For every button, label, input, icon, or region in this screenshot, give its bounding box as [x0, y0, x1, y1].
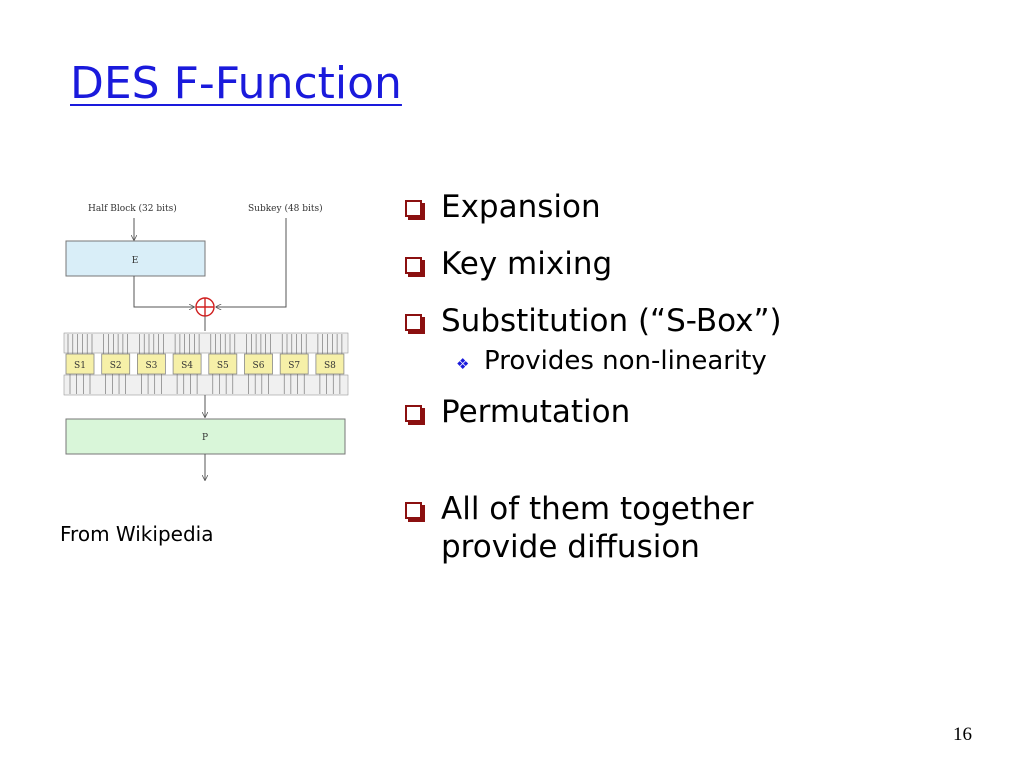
slide-title: DES F-Function [70, 58, 402, 109]
sbox-label: S8 [324, 361, 336, 371]
sbox-1 [65, 353, 95, 375]
subkey-label: Subkey (48 bits) [248, 203, 323, 214]
bit-bus-top [63, 332, 349, 354]
bullet-list: Expansion Key mixing Substitution (“S-Bo… [404, 188, 984, 585]
permutation-label: P [202, 433, 208, 443]
bullet-substitution: Substitution (“S-Box”) [404, 302, 984, 340]
bit-bus-bottom [63, 374, 349, 396]
sub-bullet-non-linearity: ❖ Provides non-linearity [404, 345, 984, 377]
box-bullet-icon [405, 502, 425, 522]
bit-lines-bottom [69, 374, 341, 394]
half-block-label: Half Block (32 bits) [88, 203, 177, 214]
box-bullet-icon [405, 405, 425, 425]
sbox-label: S3 [145, 361, 157, 371]
expansion-box [65, 240, 206, 277]
box-bullet-icon [405, 257, 425, 277]
sbox-label: S4 [181, 361, 193, 371]
diagram-canvas: Half Block (32 bits) Subkey (48 bits) E … [63, 203, 349, 490]
sbox-2 [101, 353, 131, 375]
bullet-text: Substitution (“S-Box”) [441, 303, 782, 339]
box-bullet-icon [405, 314, 425, 334]
sbox-4 [172, 353, 202, 375]
sbox-row: S1 S2 S3 S4 S5 S6 S7 S8 [65, 353, 345, 375]
bullet-text: Permutation [441, 394, 631, 430]
permutation-box [65, 418, 346, 455]
image-source-caption: From Wikipedia [60, 522, 214, 546]
sbox-5 [208, 353, 238, 375]
box-bullet-icon [405, 200, 425, 220]
sbox-8 [315, 353, 345, 375]
sbox-label: S2 [110, 361, 122, 371]
sbox-label: S5 [217, 361, 229, 371]
sbox-6 [244, 353, 273, 375]
bullet-permutation: Permutation [404, 393, 984, 431]
expansion-label: E [132, 256, 139, 266]
diamond-bullet-icon: ❖ [456, 355, 470, 373]
des-f-function-diagram: Half Block (32 bits) Subkey (48 bits) E … [58, 190, 358, 490]
expansion-to-xor-line [133, 276, 194, 307]
xor-icon [195, 297, 215, 317]
bullet-diffusion: All of them together provide diffusion [404, 490, 984, 566]
subkey-to-xor-line [216, 218, 287, 307]
bullet-text: Expansion [441, 189, 601, 225]
bullet-expansion: Expansion [404, 188, 984, 226]
bullet-key-mixing: Key mixing [404, 245, 984, 283]
sbox-label: S1 [74, 361, 86, 371]
bit-lines-top [67, 334, 343, 354]
bullet-text: All of them together provide diffusion [441, 491, 754, 565]
sbox-label: S6 [253, 361, 265, 371]
spacer [404, 450, 984, 490]
sub-bullet-text: Provides non-linearity [484, 346, 767, 376]
page-number: 16 [953, 724, 972, 745]
bullet-text: Key mixing [441, 246, 613, 282]
sbox-3 [137, 353, 166, 375]
sbox-7 [279, 353, 309, 375]
sbox-label: S7 [288, 361, 300, 371]
